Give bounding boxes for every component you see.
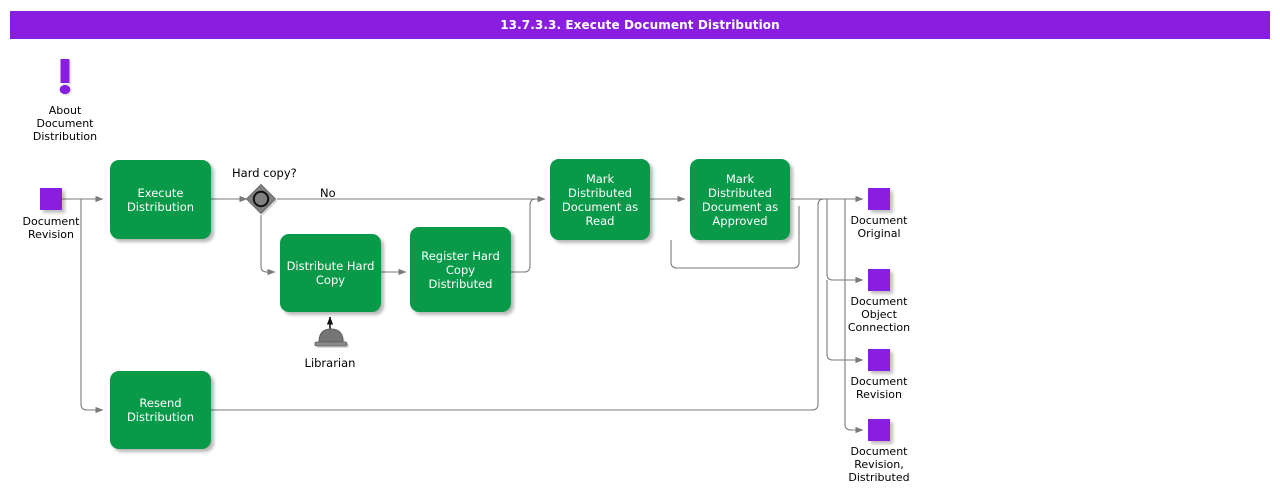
task-mark-distributed-document-as-approved[interactable]: Mark Distributed Document as Approved	[690, 159, 790, 240]
exclamation-icon	[52, 58, 78, 102]
task-mark-distributed-document-as-read-label: Mark Distributed Document as Read	[561, 171, 639, 228]
task-distribute-hard-copy[interactable]: Distribute Hard Copy	[280, 234, 381, 312]
data-object-document-revision-distributed-label: Document Revision, Distributed	[848, 445, 910, 484]
data-object-document-original-label: Document Original	[850, 214, 908, 240]
data-object-document-revision-input[interactable]	[40, 188, 62, 210]
task-resend-distribution[interactable]: Resend Distribution	[110, 371, 211, 449]
page-title-bar: 13.7.3.3. Execute Document Distribution	[10, 11, 1270, 39]
data-object-document-object-connection[interactable]	[868, 269, 890, 291]
gateway-hard-copy-label: Hard copy?	[232, 166, 297, 180]
edge-register-to-markread	[511, 195, 546, 273]
task-register-hard-copy-distributed[interactable]: Register Hard Copy Distributed	[410, 227, 511, 312]
annotation-label: About Document Distribution	[32, 104, 98, 143]
data-object-document-revision-output[interactable]	[868, 349, 890, 371]
data-object-document-revision-distributed[interactable]	[868, 419, 890, 441]
edge-label-no: No	[320, 186, 336, 200]
role-librarian-label: Librarian	[304, 356, 356, 370]
task-register-hard-copy-distributed-label: Register Hard Copy Distributed	[421, 248, 500, 291]
data-object-document-revision-input-label: Document Revision	[22, 215, 80, 241]
task-mark-distributed-document-as-approved-label: Mark Distributed Document as Approved	[701, 171, 779, 228]
data-object-document-original[interactable]	[868, 188, 890, 210]
page-title: 13.7.3.3. Execute Document Distribution	[500, 18, 780, 32]
task-resend-distribution-label: Resend Distribution	[126, 396, 195, 424]
gateway-hard-copy[interactable]	[244, 182, 278, 216]
data-object-document-revision-output-label: Document Revision	[850, 375, 908, 401]
data-object-document-object-connection-label: Document Object Connection	[847, 295, 911, 334]
task-execute-distribution[interactable]: Execute Distribution	[110, 160, 211, 239]
role-icon	[309, 325, 353, 351]
edge-gateway-to-distribute	[260, 215, 276, 276]
task-distribute-hard-copy-label: Distribute Hard Copy	[286, 259, 375, 287]
task-execute-distribution-label: Execute Distribution	[126, 185, 195, 214]
task-mark-distributed-document-as-read[interactable]: Mark Distributed Document as Read	[550, 159, 650, 240]
